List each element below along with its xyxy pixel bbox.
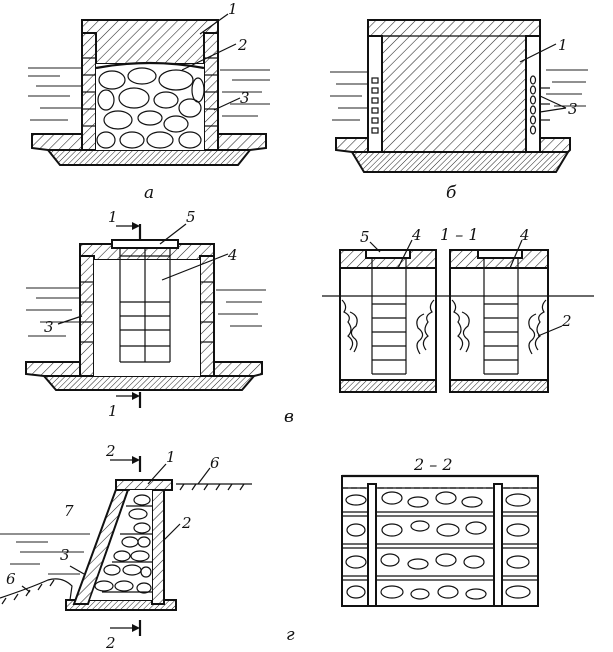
section-mark-top-g [110,456,142,472]
panel-g: 2 1 6 7 2 3 6 2 г [0,442,295,652]
leaders-1-1 [369,239,563,337]
wall-bands-a [82,57,218,127]
section-mark-top-v [116,222,142,240]
label-1-1-2: 2 [561,312,572,330]
section-1-1-right [449,249,549,393]
label-1-1-4-left: 4 [411,226,422,244]
shaft-frame-v [119,248,171,363]
leaders-g [21,463,211,593]
leaders-a [181,13,241,111]
right-wall-v [199,255,215,377]
water-lines-g [0,533,90,575]
label-a-2: 2 [237,36,248,54]
foundation-slab-b [350,151,570,173]
label-g-section-bottom: 2 [105,634,116,652]
label-g-3: 3 [60,546,70,564]
foundation-slab-v [41,375,257,391]
posts-2-2 [367,483,503,607]
label-g-7: 7 [64,502,74,520]
label-v-4: 4 [227,246,238,264]
section-mark-bottom-g [110,620,142,636]
rubble-stones-2-2 [345,491,531,600]
panel-a: 1 2 3 а [28,0,270,203]
label-g-section-top: 2 [105,442,116,460]
panel-b: 1 3 б [330,19,588,203]
label-b-3: 3 [568,100,578,118]
hatch-cover-v [111,239,179,249]
caption-g: г [286,625,295,645]
left-wall-b [367,35,383,153]
section-1-1-left [339,249,437,393]
label-v-5: 5 [186,208,196,226]
water-lines-a [28,67,270,121]
label-g-6-left: 6 [6,570,16,588]
label-g-2-right: 2 [181,514,192,532]
seabed-g [0,578,73,601]
caption-a: а [144,183,154,203]
water-lines-b [330,69,588,121]
left-toe-v [25,361,81,377]
rubble-top-a [95,61,205,70]
rubble-stones-a [96,67,205,149]
panel-v: 1 5 4 3 1 в [25,208,294,427]
left-wall-v [79,255,95,377]
tie-lines-g [102,505,152,593]
section-1-1: 5 4 4 2 1 – 1 [322,225,594,393]
label-v-section-bottom: 1 [108,402,118,420]
caption-b: б [446,183,457,203]
rubble-stones-g [94,494,152,594]
right-toe-b [539,137,571,153]
section-2-2: 2 – 2 [341,455,539,607]
right-toe-v [213,361,263,377]
label-v-3: 3 [44,318,54,336]
label-1-1-5: 5 [360,228,370,246]
label-g-6-top: 6 [210,454,220,472]
label-v-section-top: 1 [108,208,118,226]
cap-g [115,479,173,491]
label-b-1: 1 [558,36,568,54]
cap-a [81,19,219,65]
leaders-b [519,43,567,113]
label-a-3: 3 [240,89,250,107]
label-1-1-4-right: 4 [519,226,530,244]
water-lines-v [26,287,266,337]
caption-v: в [284,407,294,427]
wall-bands-v [80,281,214,343]
leaders-v [57,223,229,325]
section-mark-bottom-v [116,392,142,408]
left-toe-b [335,137,369,153]
wall-marks-b [368,35,550,135]
label-g-1: 1 [166,448,176,466]
section-title-2-2: 2 – 2 [413,455,453,474]
right-toe-a [217,133,267,151]
ground-surface-g [176,483,252,491]
section-title-1-1: 1 – 1 [440,225,479,244]
body-b [367,19,541,153]
foundation-slab-a [45,149,253,166]
interior-v [94,260,200,376]
label-a-1: 1 [228,0,238,18]
rear-wall-g [151,483,165,605]
left-toe-a [31,133,83,151]
